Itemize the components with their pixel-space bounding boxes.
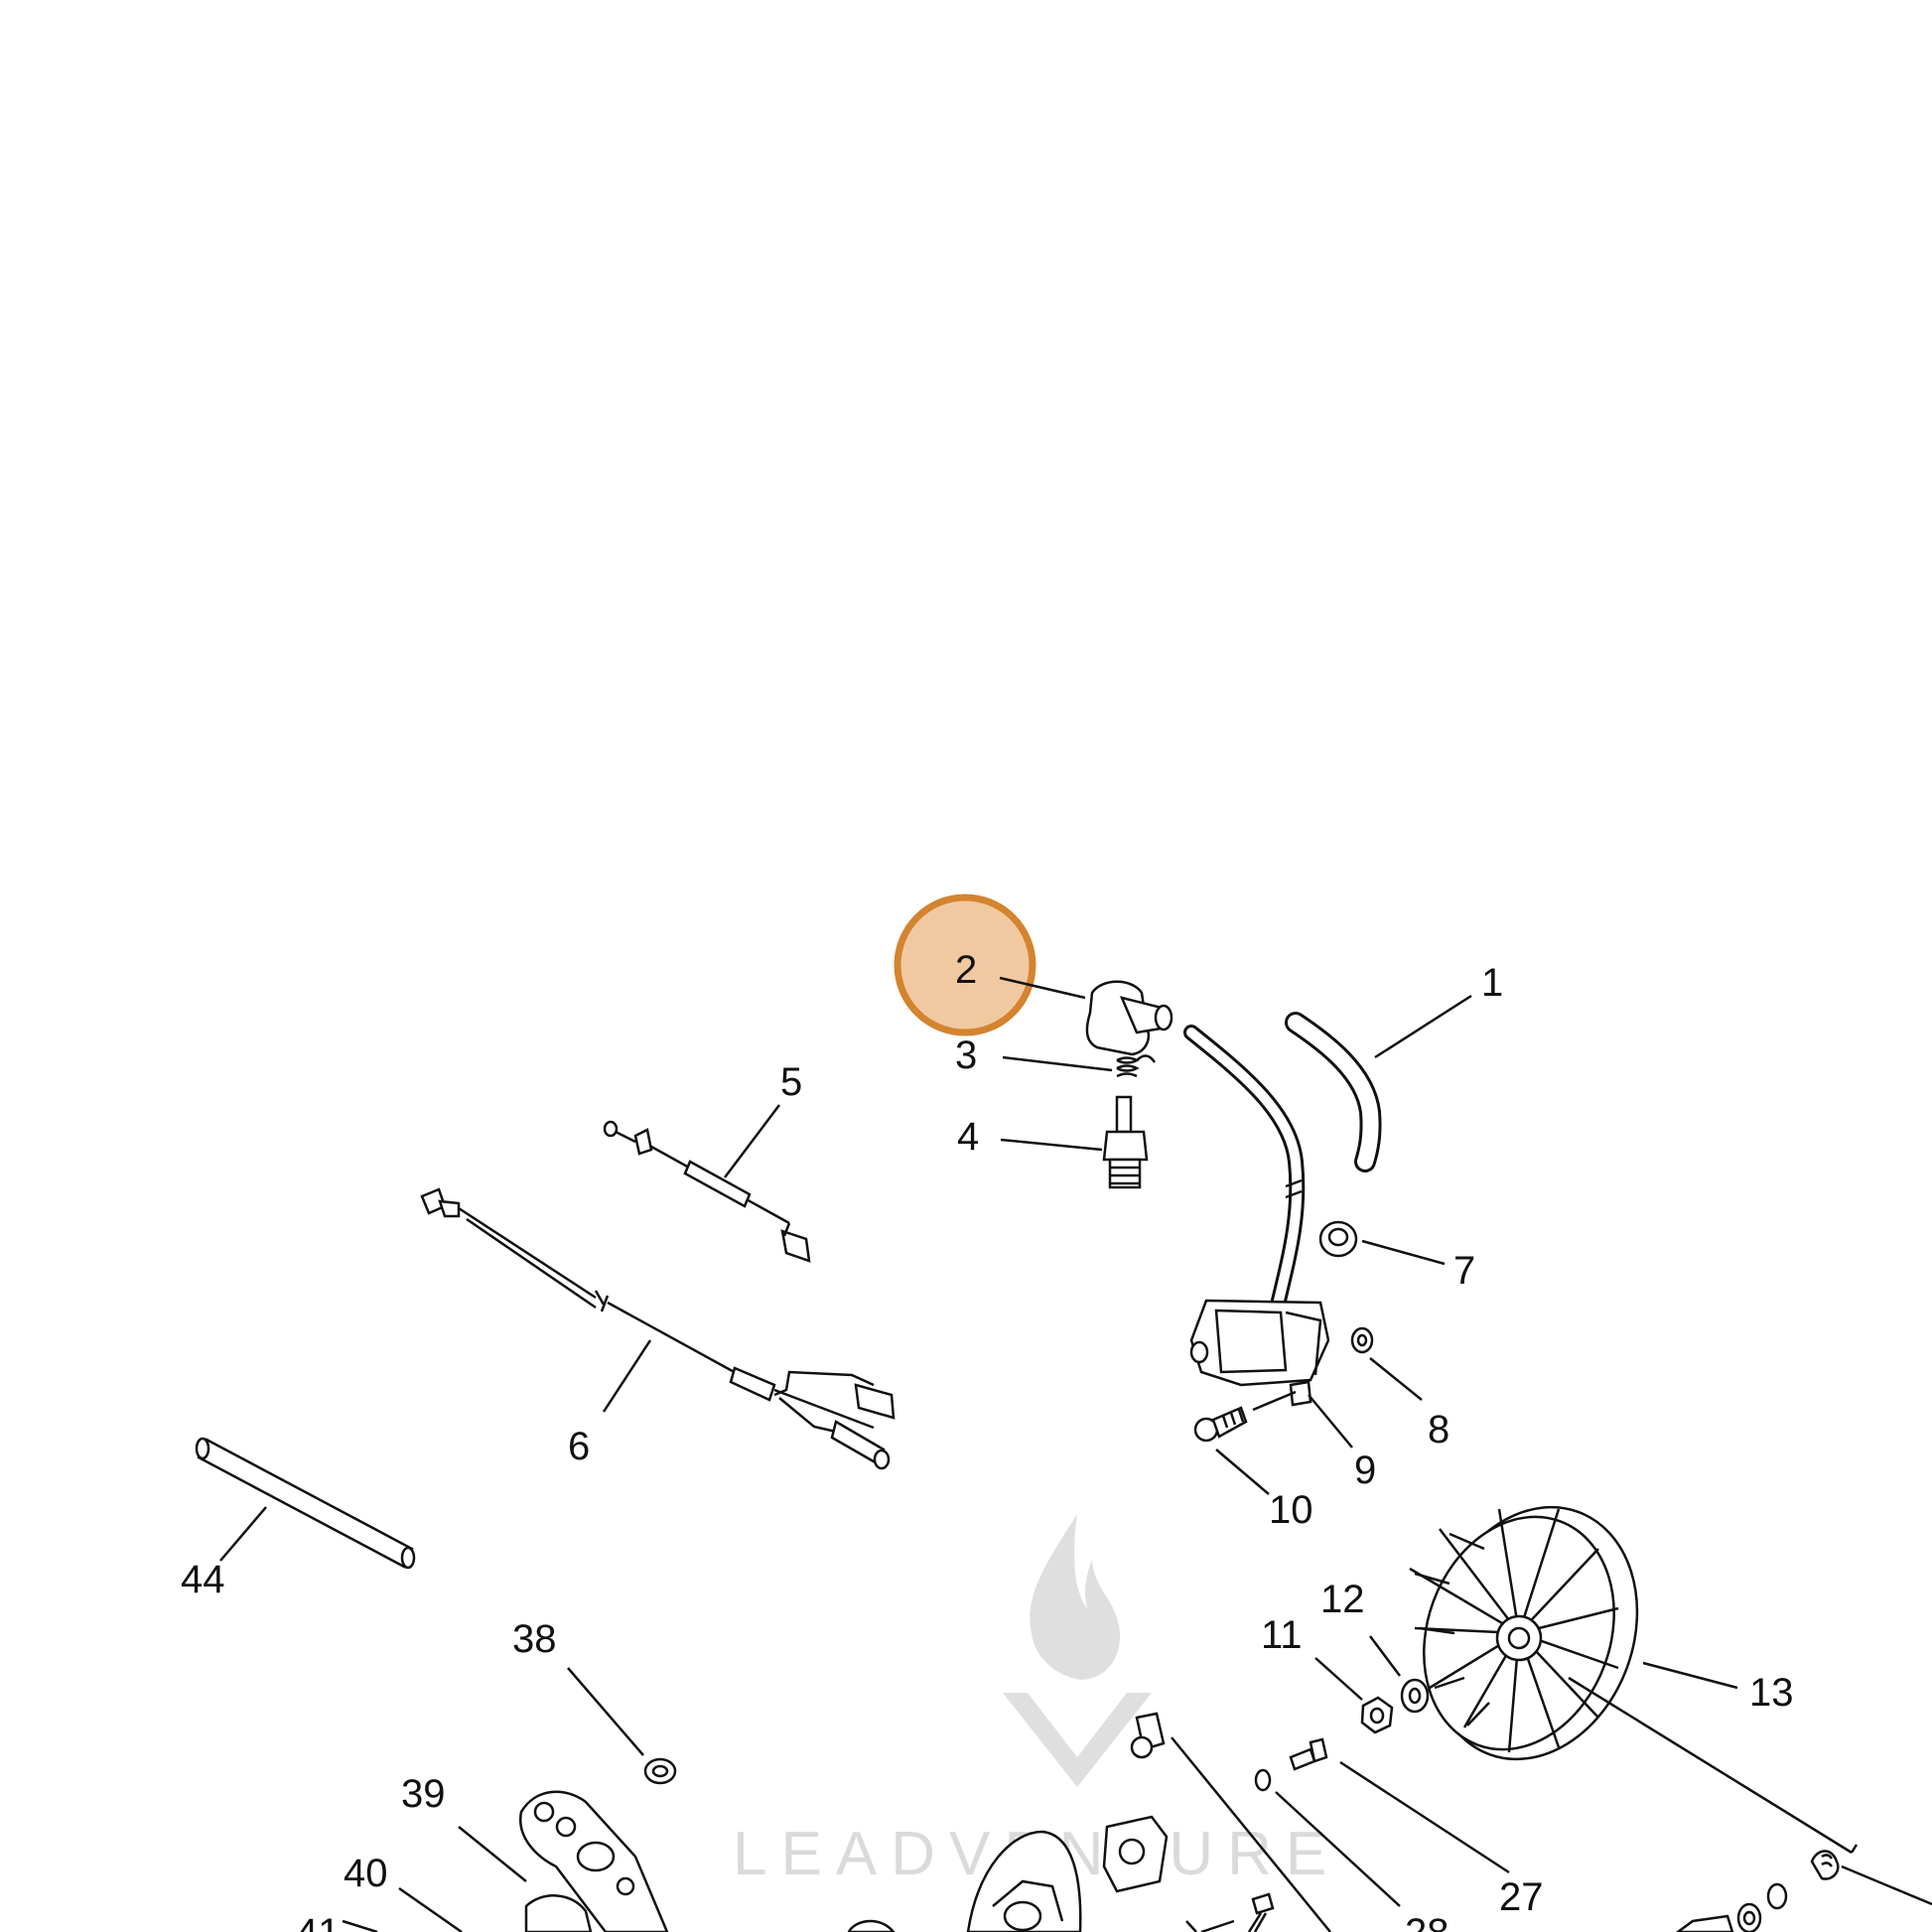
mounting-bracket bbox=[1130, 1712, 1166, 1759]
part-5-lead-wire bbox=[603, 1120, 811, 1263]
starter-parts-partial bbox=[1675, 1882, 1788, 1932]
part-8-washer bbox=[1350, 1326, 1374, 1354]
label-part-2: 2 bbox=[955, 948, 977, 992]
part-1-fuel-hose bbox=[1285, 1012, 1382, 1173]
part-7-grommet bbox=[1318, 1220, 1358, 1258]
part-10-bolt bbox=[1193, 1406, 1248, 1443]
label-part-13: 13 bbox=[1749, 1671, 1794, 1715]
label-part-8: 8 bbox=[1428, 1408, 1449, 1451]
starter-pawl-partial bbox=[1810, 1850, 1840, 1880]
label-part-4: 4 bbox=[957, 1115, 979, 1159]
label-part-11: 11 bbox=[1261, 1613, 1303, 1657]
label-part-28: 28 bbox=[1405, 1911, 1449, 1932]
screw-bottom bbox=[1247, 1892, 1275, 1932]
part-12-washer bbox=[1400, 1678, 1430, 1714]
label-part-44: 44 bbox=[181, 1558, 225, 1601]
label-part-39: 39 bbox=[401, 1772, 446, 1816]
part-4-spark-plug bbox=[1102, 1095, 1149, 1189]
part-44-rod bbox=[195, 1437, 416, 1570]
label-part-5: 5 bbox=[780, 1060, 802, 1104]
part-2-plug-cap bbox=[1085, 980, 1173, 1056]
part-39-clutch-shoe bbox=[518, 1790, 669, 1932]
ignition-coil bbox=[1189, 1299, 1330, 1407]
label-part-41: 41 bbox=[296, 1911, 341, 1932]
label-part-10: 10 bbox=[1269, 1488, 1313, 1532]
part-13-flywheel bbox=[1409, 1505, 1639, 1761]
part-11-nut bbox=[1360, 1696, 1394, 1734]
label-part-27: 27 bbox=[1499, 1875, 1544, 1919]
high-tension-lead bbox=[1183, 1025, 1306, 1309]
label-part-1: 1 bbox=[1481, 961, 1503, 1005]
gasket-plate bbox=[1102, 1815, 1169, 1893]
clutch-drum-partial bbox=[847, 1919, 896, 1932]
label-part-6: 6 bbox=[568, 1425, 590, 1468]
label-part-3: 3 bbox=[955, 1034, 977, 1077]
flywheel-hub-partial bbox=[966, 1830, 1082, 1932]
label-part-38: 38 bbox=[512, 1617, 557, 1661]
label-part-40: 40 bbox=[344, 1852, 388, 1895]
label-part-9: 9 bbox=[1354, 1449, 1376, 1492]
part-6-wire-harness bbox=[420, 1187, 896, 1470]
flywheel-bolt bbox=[1289, 1737, 1328, 1771]
small-washer bbox=[1254, 1768, 1272, 1792]
label-part-12: 12 bbox=[1320, 1578, 1365, 1621]
watermark-flame-icon bbox=[1030, 1514, 1121, 1680]
label-part-7: 7 bbox=[1453, 1249, 1475, 1293]
highlight-circle bbox=[894, 894, 1036, 1036]
part-38-washer bbox=[643, 1757, 677, 1785]
part-3-spring bbox=[1116, 1054, 1157, 1078]
watermark-v-icon bbox=[1003, 1693, 1152, 1787]
